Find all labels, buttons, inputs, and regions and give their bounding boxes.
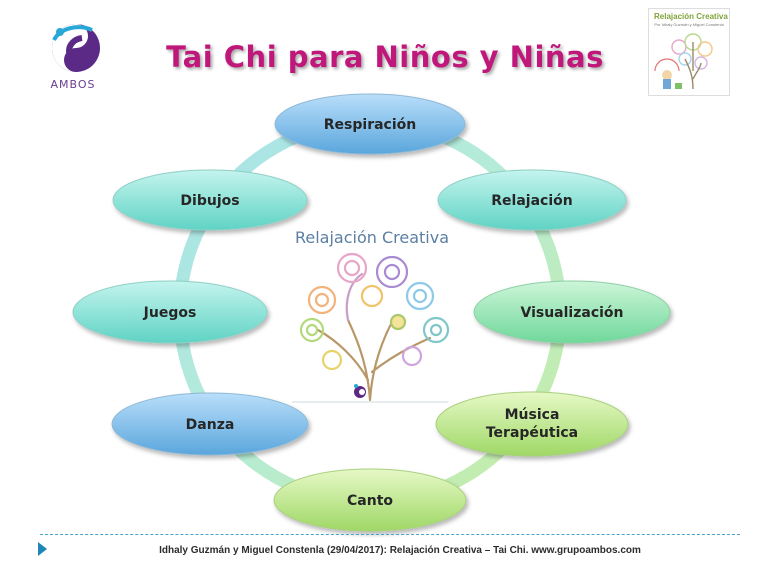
node-musica-terapeutica <box>435 391 629 457</box>
node-juegos <box>72 280 268 344</box>
node-danza <box>111 392 309 456</box>
book-cover-subtitle: Por Idhaly Guzmán y Miguel Constenla <box>654 22 724 27</box>
center-title: Relajación Creativa <box>294 228 450 247</box>
tree-illustration-icon <box>654 33 713 90</box>
ambos-logo <box>38 18 108 98</box>
node-respiracion <box>274 93 466 155</box>
node-label-respiracion: Respiración <box>323 117 417 133</box>
tree-logo-icon <box>354 384 366 398</box>
node-label-dibujos: Dibujos <box>180 193 240 209</box>
node-canto <box>273 468 467 532</box>
footer-divider <box>40 534 740 535</box>
node-label-danza: Danza <box>185 417 235 433</box>
node-relajacion <box>437 169 627 231</box>
node-label-canto: Canto <box>347 493 393 509</box>
node-dibujos <box>112 169 308 231</box>
node-label-juegos: Juegos <box>143 305 197 321</box>
ambos-logo-icon <box>52 24 100 72</box>
ambos-logo-text: AMBOS <box>50 78 96 91</box>
node-label-relajacion: Relajación <box>491 193 573 209</box>
node-label-terapeutica: Terapéutica <box>485 425 579 441</box>
book-cover-title: Relajación Creativa <box>654 12 728 21</box>
book-cover-thumbnail <box>648 8 730 96</box>
node-label-visualizacion: Visualización <box>520 305 624 321</box>
node-label-musica-terapeutica: Música Terapéutica <box>442 406 622 442</box>
page-title: Tai Chi para Niños y Niñas <box>166 40 604 74</box>
center-tree-illustration <box>299 252 450 402</box>
footer-credit: Idhaly Guzmán y Miguel Constenla (29/04/… <box>159 545 641 556</box>
node-visualizacion <box>473 280 671 344</box>
play-arrow-icon <box>38 542 47 556</box>
node-label-musica: Música <box>504 407 560 423</box>
